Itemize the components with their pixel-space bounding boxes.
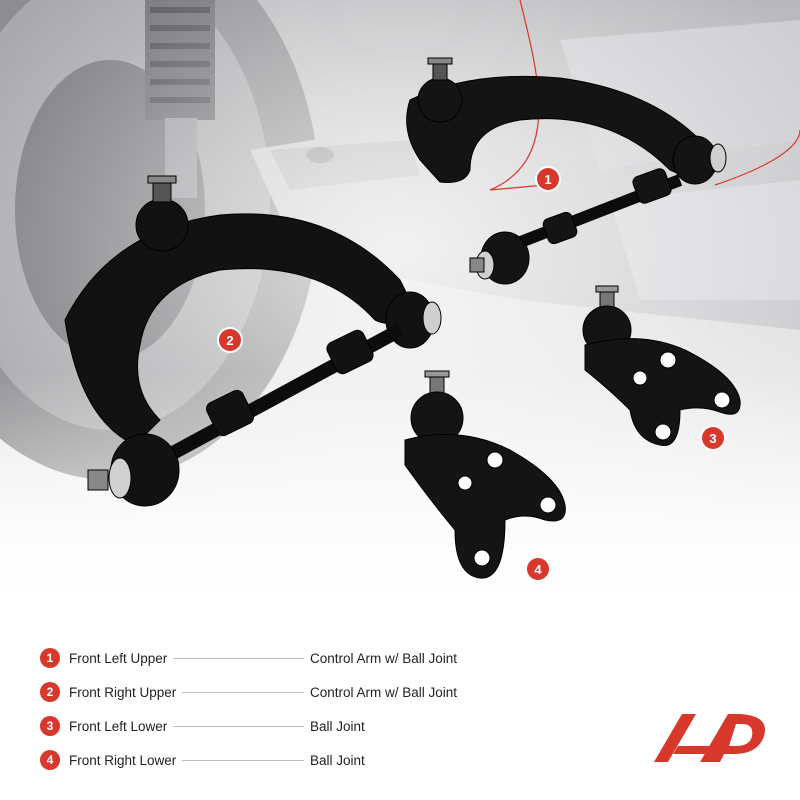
legend-divider (173, 725, 304, 727)
legend-number: 1 (40, 648, 60, 668)
brand-logo-icon (654, 714, 765, 762)
legend-position: Front Left Lower (69, 718, 168, 734)
upper-control-arm-right (64, 175, 442, 507)
legend-position: Front Right Lower (69, 752, 177, 768)
legend-row-2: 2 Front Right Upper Control Arm w/ Ball … (40, 680, 500, 704)
callout-line (489, 184, 546, 191)
lower-ball-joint-right (404, 370, 566, 579)
legend-position: Front Right Upper (69, 684, 177, 700)
upper-control-arm-left (406, 57, 727, 285)
product-photo (0, 0, 800, 620)
legend-part: Control Arm w/ Ball Joint (310, 650, 458, 666)
legend-part: Ball Joint (310, 752, 365, 768)
callout-badge-3: 3 (702, 427, 724, 449)
legend-number: 4 (40, 750, 60, 770)
legend-divider (182, 759, 304, 761)
callout-badge-1: 1 (537, 168, 559, 190)
legend-position: Front Left Upper (69, 650, 168, 666)
callout-badge-2: 2 (219, 329, 241, 351)
lower-ball-joint-left (582, 285, 741, 447)
legend-number: 3 (40, 716, 60, 736)
legend-row-4: 4 Front Right Lower Ball Joint (40, 748, 500, 772)
legend-row-3: 3 Front Left Lower Ball Joint (40, 714, 500, 738)
legend-divider (173, 657, 304, 659)
callout-badge-4: 4 (527, 558, 549, 580)
legend-part: Control Arm w/ Ball Joint (310, 684, 458, 700)
legend-divider (182, 691, 304, 693)
legend-part: Ball Joint (310, 718, 365, 734)
legend-number: 2 (40, 682, 60, 702)
legend-row-1: 1 Front Left Upper Control Arm w/ Ball J… (40, 646, 500, 670)
